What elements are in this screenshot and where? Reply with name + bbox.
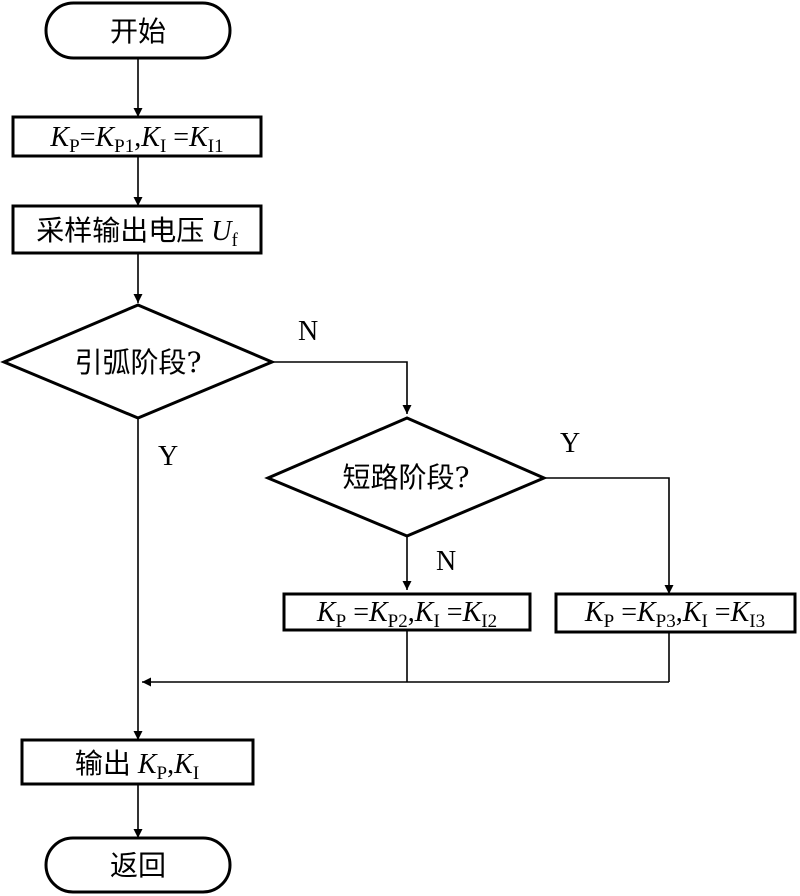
init-kp-symbol: K: [49, 122, 70, 153]
set-p3-box: [554, 592, 797, 634]
init-ki1-sub: I1: [208, 136, 224, 157]
arc-yes-label: Y: [158, 441, 178, 472]
set-p3-process: KP =KP3,KI =KI3: [554, 592, 797, 634]
p3-kp3-symbol: K: [636, 597, 657, 628]
start-terminal: 开始: [44, 1, 232, 60]
init-sep: ,: [134, 122, 141, 153]
start-label: 开始: [110, 15, 166, 48]
output-sep: ,: [167, 749, 174, 780]
init-kp1-sub: P1: [114, 136, 134, 157]
p2-kp-symbol: K: [316, 597, 337, 628]
sample-var: U: [211, 216, 233, 247]
arc-decision-label: 引弧阶段?: [74, 346, 201, 379]
output-kp-symbol: K: [137, 749, 158, 780]
output-kp-sub: P: [157, 763, 168, 784]
short-yes-label: Y: [560, 428, 580, 459]
p3-ki-sub: I: [701, 611, 707, 632]
p2-ki-sub: I: [433, 611, 439, 632]
init-eq2: =: [166, 122, 189, 153]
p3-kp-symbol: K: [584, 597, 605, 628]
edge-arc-no-to-short: [272, 361, 412, 414]
arc-decision-diamond: [0, 303, 276, 420]
output-process: 输出 KP,KI: [20, 738, 255, 786]
end-label: 返回: [110, 849, 166, 882]
sample-process-box: [11, 204, 263, 255]
p2-sep: ,: [408, 597, 415, 628]
p3-sep: ,: [676, 597, 683, 628]
edge-short-yes-to-p3: [544, 477, 674, 594]
set-p2-process: KP =KP2,KI =KI2: [282, 592, 532, 632]
p3-ki3-sub: I3: [749, 611, 765, 632]
p2-ki2-symbol: K: [462, 597, 483, 628]
init-kp-sub: P: [69, 136, 80, 157]
short-decision-diamond: [264, 416, 548, 538]
p3-eq2: =: [708, 597, 731, 628]
short-no-label: N: [436, 546, 456, 577]
p2-ki2-sub: I2: [481, 611, 497, 632]
end-terminal: 返回: [44, 836, 232, 894]
output-label: 输出 KP,KI: [75, 748, 199, 784]
init-ki1-symbol: K: [188, 122, 209, 153]
init-process-box: [11, 115, 263, 158]
p2-ki-symbol: K: [414, 597, 435, 628]
short-decision-label: 短路阶段?: [342, 461, 469, 494]
end-terminal-shape: [44, 836, 232, 894]
start-terminal-shape: [44, 1, 232, 60]
p3-kp-sub: P: [604, 611, 615, 632]
connectors: [133, 58, 674, 838]
p2-eq1: =: [346, 597, 369, 628]
p2-kp-sub: P: [336, 611, 347, 632]
init-kp1-symbol: K: [94, 122, 115, 153]
p3-ki3-symbol: K: [730, 597, 751, 628]
sample-prefix: 采样输出电压: [36, 215, 211, 247]
init-ki-symbol: K: [140, 122, 161, 153]
sample-process: 采样输出电压 Uf: [11, 204, 263, 255]
arc-no-label: N: [298, 316, 318, 347]
p2-kp2-sub: P2: [388, 611, 408, 632]
init-label: KP=KP1,KI =KI1: [49, 122, 223, 157]
output-box: [20, 738, 255, 786]
p3-kp3-sub: P3: [656, 611, 676, 632]
output-ki-sub: I: [193, 763, 199, 784]
sample-var-sub: f: [231, 230, 238, 251]
output-ki-symbol: K: [173, 749, 194, 780]
p2-eq2: =: [440, 597, 463, 628]
arc-decision: 引弧阶段?: [0, 303, 276, 420]
p3-ki-symbol: K: [682, 597, 703, 628]
sample-label: 采样输出电压 Uf: [36, 215, 238, 251]
p3-eq1: =: [614, 597, 637, 628]
set-p2-label: KP =KP2,KI =KI2: [316, 597, 497, 632]
output-prefix: 输出: [75, 748, 138, 780]
init-ki-sub: I: [160, 136, 166, 157]
init-eq1: =: [80, 122, 96, 153]
p2-kp2-symbol: K: [368, 597, 389, 628]
init-process: KP=KP1,KI =KI1: [11, 115, 263, 158]
set-p2-box: [282, 592, 532, 632]
short-decision: 短路阶段?: [264, 416, 548, 538]
set-p3-label: KP =KP3,KI =KI3: [584, 597, 765, 632]
